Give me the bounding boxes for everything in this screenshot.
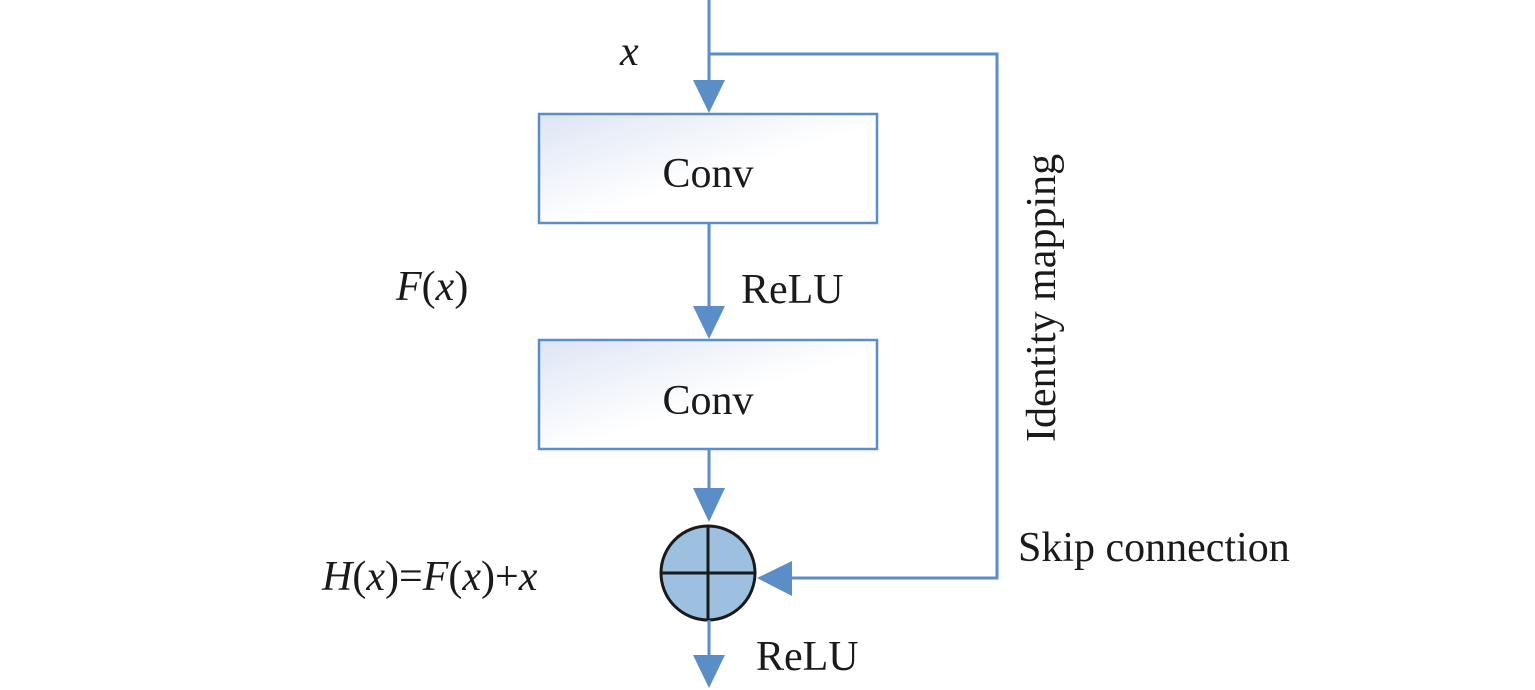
conv-block-1: Conv [537,112,879,225]
conv-block-1-label: Conv [662,151,753,197]
sum-node-icon [659,524,757,622]
output-formula-label: H(x)=F(x)+x [321,554,538,600]
identity-mapping-label: Identity mapping [1019,154,1065,442]
skip-arrowhead [757,561,792,596]
residual-output-arrowhead [693,488,725,522]
relu-mid-arrowhead [693,306,725,339]
skip-connection-label: Skip connection [1018,525,1290,571]
relu-output-label: ReLU [756,634,859,680]
input-x-label: x [619,29,639,75]
conv-block-2-label: Conv [662,378,753,424]
relu-mid-label: ReLU [741,267,844,313]
skip-connection-line [709,52,999,580]
output-arrowhead [693,655,725,688]
residual-function-label: F(x) [395,264,468,310]
conv-block-2: Conv [537,338,879,451]
input-arrowhead [693,80,725,113]
